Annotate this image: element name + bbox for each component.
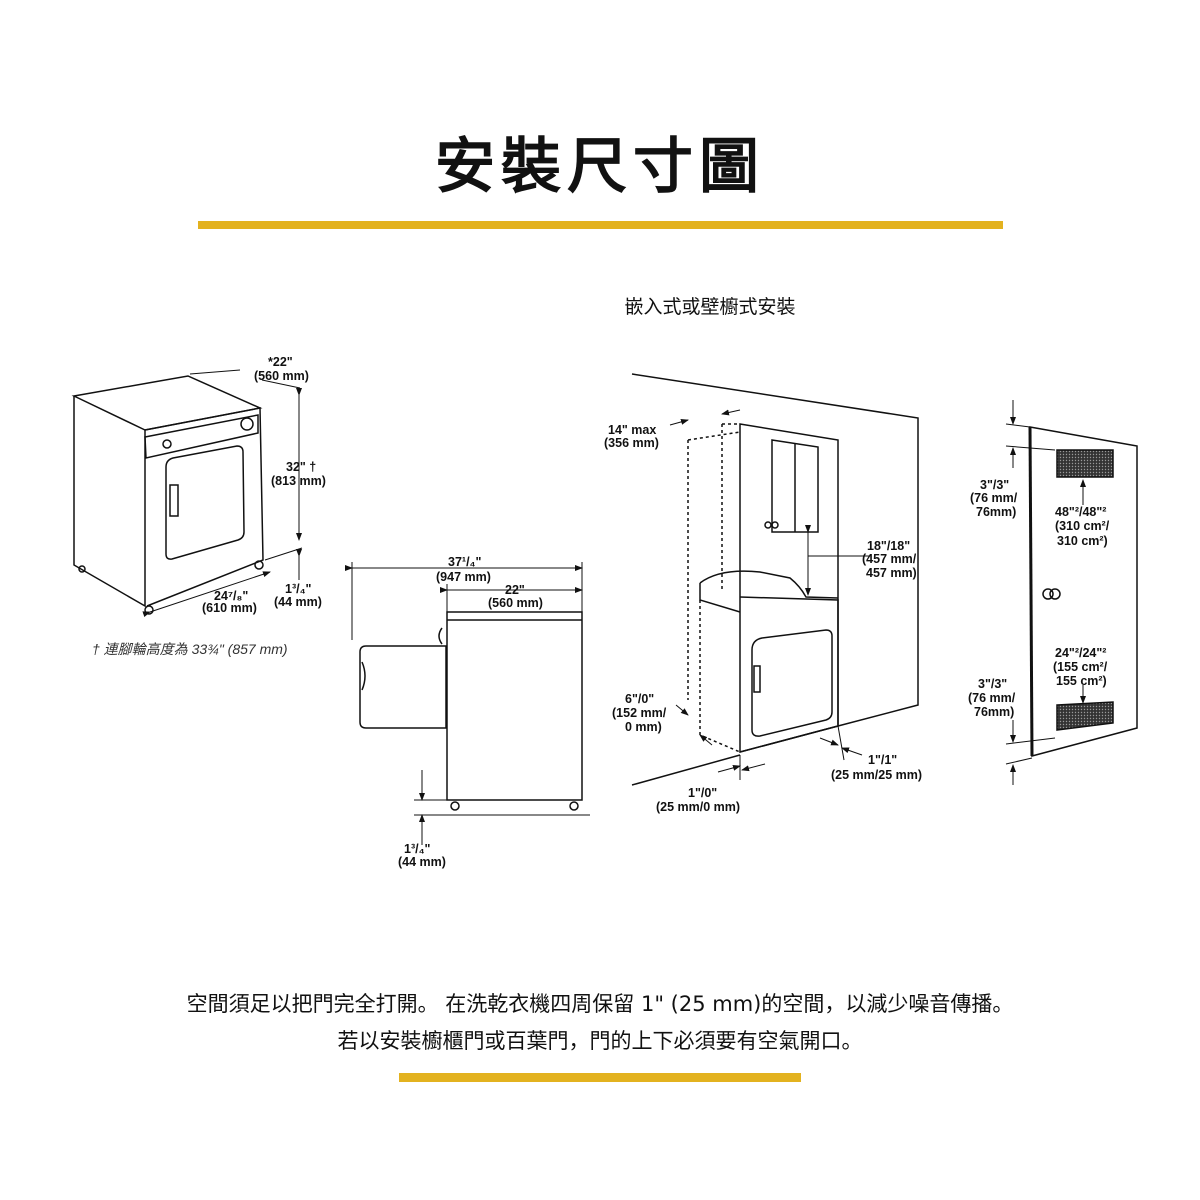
vent-bottom-label: 24"²/24"² xyxy=(1055,646,1106,660)
door-dimension-lines xyxy=(1005,400,1086,785)
side-depth-label: 22" xyxy=(505,583,525,597)
door-top-gap-mm1: (76 mm/ xyxy=(970,491,1018,505)
vent-top-mm1: (310 cm²/ xyxy=(1055,519,1110,533)
front-feet-label: 1³/₄" xyxy=(285,582,312,596)
page-title: 安裝尺寸圖 xyxy=(435,132,765,202)
side-total-label: 37¹/₄" xyxy=(448,555,481,569)
vent-bottom-mm2: 155 cm²) xyxy=(1056,674,1107,688)
bottom-underline xyxy=(399,1073,801,1082)
upper-vent xyxy=(1056,449,1114,478)
caster-height-footnote: † 連腳輪高度為 33¾" (857 mm) xyxy=(92,641,288,657)
vent-bottom-mm1: (155 cm²/ xyxy=(1053,660,1108,674)
right-gap-mm: (25 mm/25 mm) xyxy=(831,768,922,782)
closet-max-mm: (356 mm) xyxy=(604,436,659,450)
cabinet-gap-mm2: 457 mm) xyxy=(866,566,917,580)
door-bottom-gap-mm1: (76 mm/ xyxy=(968,691,1016,705)
side-feet-label: 1³/₄" xyxy=(404,842,431,856)
front-depth-mm: (610 mm) xyxy=(202,601,257,615)
side-total-mm: (947 mm) xyxy=(436,570,491,584)
front-width-label: *22" xyxy=(268,355,293,369)
bottom-gap-label: 1"/0" xyxy=(688,786,717,800)
door-top-gap-label: 3"/3" xyxy=(980,478,1009,492)
door-top-gap-mm2: 76mm) xyxy=(976,505,1016,519)
side-depth-mm: (560 mm) xyxy=(488,596,543,610)
front-width-mm: (560 mm) xyxy=(254,369,309,383)
closet-dimension-lines xyxy=(669,409,870,780)
cabinet-gap-label: 18"/18" xyxy=(867,539,910,553)
vent-top-mm2: 310 cm²) xyxy=(1057,534,1108,548)
front-feet-mm: (44 mm) xyxy=(274,595,322,609)
bottom-gap-mm: (25 mm/0 mm) xyxy=(656,800,740,814)
louvered-door-drawing xyxy=(1028,426,1138,757)
note-line-1: 空間須足以把門完全打開。 在洗乾衣機四周保留 1" (25 mm)的空間，以減少… xyxy=(186,992,1014,1016)
closet-max-label: 14" max xyxy=(608,423,656,437)
front-height-mm: (813 mm) xyxy=(271,474,326,488)
title-underline xyxy=(198,221,1003,229)
dryer-side-drawing xyxy=(359,611,583,811)
vent-top-label: 48"²/48"² xyxy=(1055,505,1106,519)
dryer-front-drawing xyxy=(71,375,264,615)
lower-vent xyxy=(1056,701,1114,731)
door-bottom-gap-mm2: 76mm) xyxy=(974,705,1014,719)
side-gap-mm1: (152 mm/ xyxy=(612,706,667,720)
side-gap-label: 6"/0" xyxy=(625,692,654,706)
closet-install-heading: 嵌入式或壁櫥式安裝 xyxy=(624,296,796,318)
side-gap-mm2: 0 mm) xyxy=(625,720,662,734)
door-bottom-gap-label: 3"/3" xyxy=(978,677,1007,691)
side-feet-mm: (44 mm) xyxy=(398,855,446,869)
front-depth-label: 24⁷/₈" xyxy=(214,589,248,603)
front-height-label: 32" † xyxy=(286,460,316,474)
dryer-side-dimension-lines xyxy=(345,562,590,845)
dryer-front-dimension-lines xyxy=(142,369,303,618)
right-gap-label: 1"/1" xyxy=(868,753,897,767)
note-line-2: 若以安裝櫥櫃門或百葉門，門的上下必須要有空氣開口。 xyxy=(337,1029,863,1053)
cabinet-gap-mm1: (457 mm/ xyxy=(862,552,917,566)
